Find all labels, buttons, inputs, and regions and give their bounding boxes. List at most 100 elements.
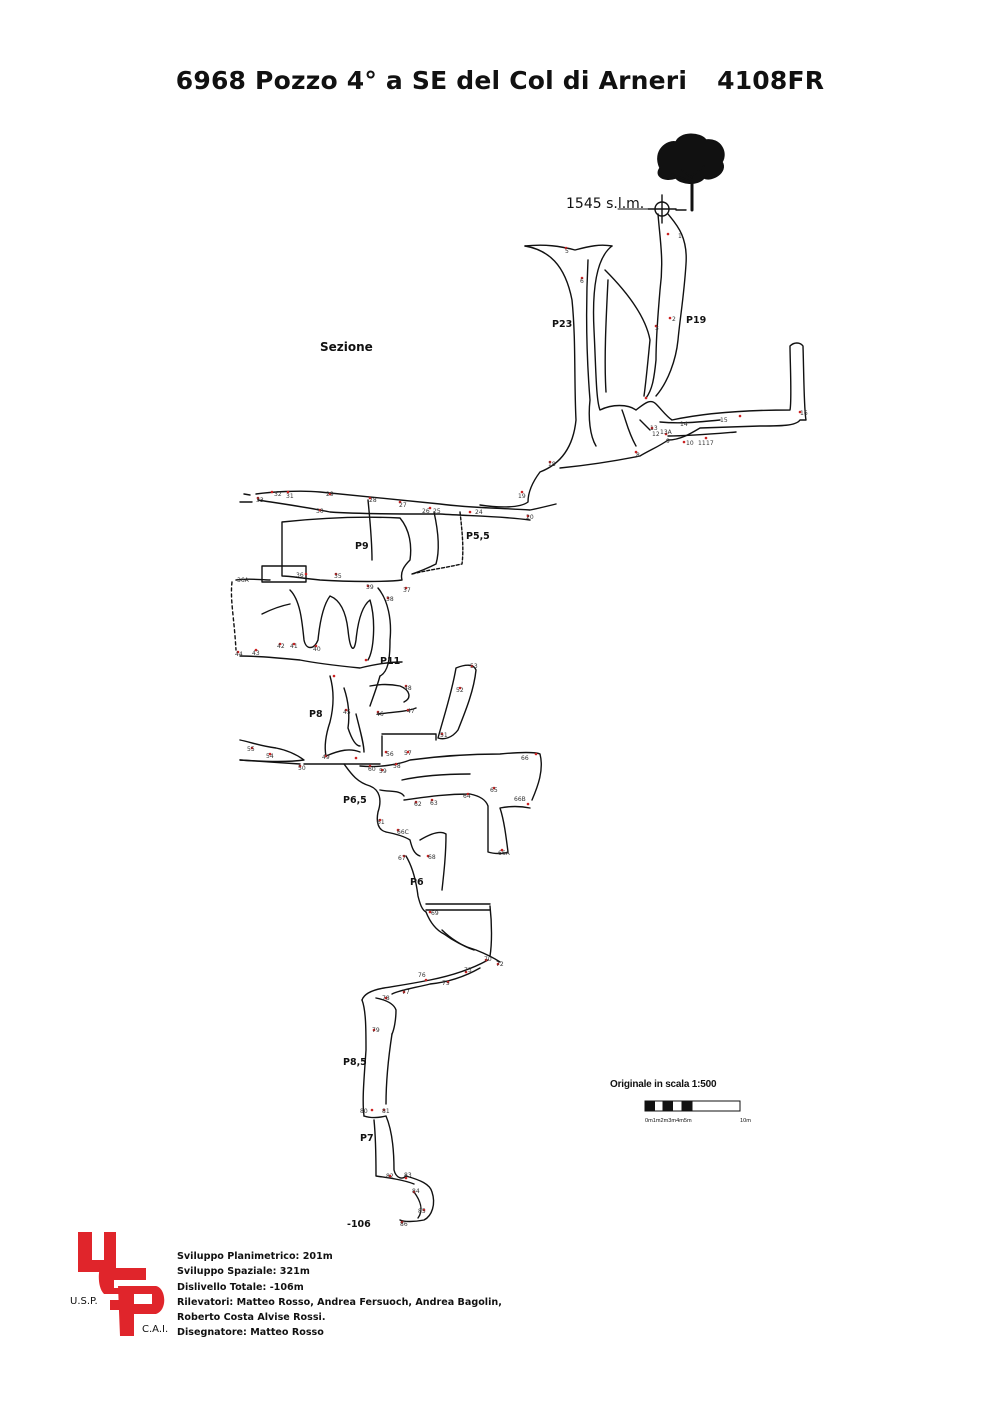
view-label: Sezione	[320, 340, 373, 354]
station-label: 76	[418, 972, 426, 979]
station-label: 58	[393, 763, 401, 770]
station-label: 36A	[237, 577, 249, 584]
station-label: 44	[235, 651, 243, 658]
pitch-label: P11	[380, 656, 401, 667]
station-label: 12	[652, 431, 660, 438]
station-label: 63	[430, 800, 438, 807]
station-label: 11	[698, 440, 706, 447]
station-label: 14	[680, 421, 688, 428]
station-label: 28	[369, 497, 377, 504]
station-label: 40	[313, 646, 321, 653]
pitch-label: P9	[355, 541, 369, 552]
station-label: 47	[407, 708, 415, 715]
survey-info-block: Sviluppo Planimetrico: 201m Sviluppo Spa…	[177, 1249, 502, 1341]
station-label: 60	[368, 766, 376, 773]
station-label: 33	[256, 497, 264, 504]
station-label: 25	[433, 508, 441, 515]
station-label: 39	[366, 584, 374, 591]
pitch-label: P8	[309, 709, 323, 720]
station-label: 36	[296, 572, 304, 579]
cave-title: 6968 Pozzo 4° a SE del Col di Arneri	[175, 66, 688, 95]
station-label: 78	[382, 995, 390, 1002]
station-label: 62	[414, 801, 422, 808]
entrance-marker	[617, 194, 687, 224]
pitch-label: P19	[686, 315, 707, 326]
station-label: 41	[290, 643, 298, 650]
survey-stations	[236, 232, 802, 1224]
pitch-label: P23	[552, 319, 573, 330]
station-label: 27	[399, 502, 407, 509]
station-label: 20	[526, 514, 534, 521]
cave-outline	[230, 213, 807, 1223]
station-label: 30	[316, 508, 324, 515]
pitch-label: P7	[360, 1133, 374, 1144]
pitch-label: P6	[410, 877, 424, 888]
pitch-label: P6,5	[343, 795, 367, 806]
station-label: 82	[386, 1173, 394, 1180]
station-label: 3	[655, 325, 659, 332]
station-label: 6	[580, 278, 584, 285]
station-label: 18	[548, 461, 556, 468]
station-label: 67	[398, 855, 406, 862]
station-label: 77	[402, 989, 410, 996]
scale-title: Originale in scala 1:500	[610, 1079, 717, 1090]
station-label: 55	[247, 746, 255, 753]
station-label: 19	[518, 493, 526, 500]
station-label: 37	[403, 587, 411, 594]
station-label: 65	[490, 787, 498, 794]
station-label: 53	[470, 663, 478, 670]
tree-icon	[657, 133, 725, 212]
station-label: 66B	[514, 796, 526, 803]
station-label: 80	[360, 1108, 368, 1115]
station-label: 61	[377, 819, 385, 826]
station-label: 81	[382, 1108, 390, 1115]
logo-text-cai: C.A.I.	[142, 1324, 168, 1335]
station-label: 51	[440, 732, 448, 739]
cadastre-code: 4108FR	[717, 66, 825, 95]
station-label: 68	[428, 854, 436, 861]
logo-text-usp: U.S.P.	[70, 1296, 98, 1307]
station-label: 10	[686, 440, 694, 447]
station-label: 2	[672, 316, 676, 323]
station-label: 48	[404, 685, 412, 692]
station-label: 49	[322, 754, 330, 761]
station-label: 42	[277, 643, 285, 650]
pitch-label: P8,5	[343, 1057, 367, 1068]
station-label: 83	[404, 1172, 412, 1179]
station-label: 43	[252, 650, 260, 657]
station-label: 57	[404, 750, 412, 757]
station-label: 26	[422, 508, 430, 515]
info-spatial: Sviluppo Spaziale: 321m	[177, 1266, 310, 1278]
station-label: 84	[412, 1188, 420, 1195]
station-label: 35	[334, 573, 342, 580]
depth-label: -106	[347, 1219, 371, 1230]
station-label: 72	[496, 961, 504, 968]
station-label: 31	[286, 493, 294, 500]
scale-tick-labels: 0m1m2m3m4m5m	[645, 1118, 692, 1124]
page-title: 6968 Pozzo 4° a SE del Col di Arneri 4108…	[0, 66, 1000, 95]
station-label: 79	[372, 1027, 380, 1034]
station-label: 5	[565, 248, 569, 255]
station-label: 13A	[660, 429, 672, 436]
station-label: 85	[418, 1208, 426, 1215]
station-label: 66	[521, 755, 529, 762]
station-label: 45	[343, 709, 351, 716]
station-label: 38	[386, 596, 394, 603]
scale-bar	[644, 1100, 741, 1112]
station-label: 24	[475, 509, 483, 516]
info-surveyors-cont: Roberto Costa Alvise Rossi.	[177, 1312, 326, 1324]
station-label: 13	[650, 425, 658, 432]
station-label: 73	[464, 967, 472, 974]
station-label: 86	[400, 1221, 408, 1228]
station-label: 66A	[498, 850, 510, 857]
info-drafter: Disegnatore: Matteo Rosso	[177, 1327, 324, 1339]
station-label: 56	[386, 751, 394, 758]
station-label: 17	[706, 440, 714, 447]
station-label: 54	[266, 753, 274, 760]
station-label: 15	[720, 417, 728, 424]
station-label: 16	[800, 410, 808, 417]
station-label: 69	[431, 910, 439, 917]
info-planimetric: Sviluppo Planimetrico: 201m	[177, 1251, 333, 1262]
station-label: 75	[442, 980, 450, 987]
